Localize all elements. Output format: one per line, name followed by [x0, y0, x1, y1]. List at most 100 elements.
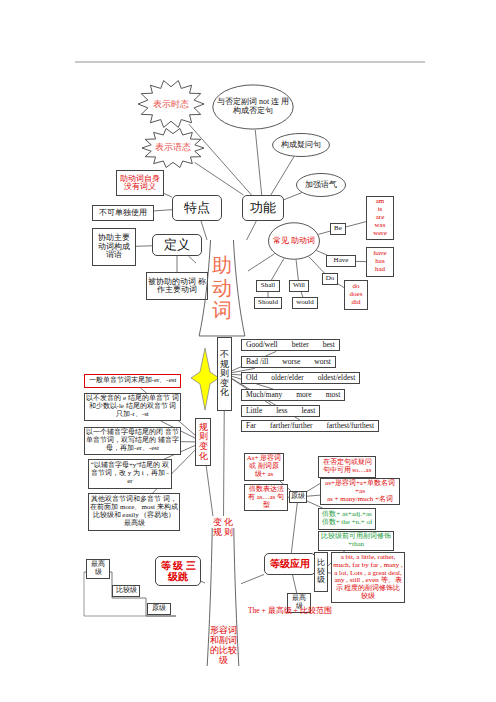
verb-box: Have [326, 255, 356, 267]
branch-connector [307, 495, 320, 496]
node-text: 表示语态 [155, 143, 191, 153]
node-text: 助动词自身 没有词义 [118, 175, 162, 192]
node-text: have has had [373, 250, 387, 273]
branch-connector [164, 194, 172, 198]
node-text: Good/well [246, 341, 278, 349]
branch-connector [241, 574, 264, 583]
star-symbol [191, 348, 219, 410]
node-text: better [292, 341, 309, 349]
starburst-outline [142, 129, 204, 168]
node-text: 协助主要 动词构成 谓语 [94, 234, 134, 259]
usage-box: 倍数表达法 有 as…as 句型 [244, 484, 288, 511]
tree-trunk: 助 动 词 [196, 240, 248, 336]
branch-connector [223, 411, 225, 516]
rule-box: “以辅音字母+y”结尾的 双音节词，改 y 为 i，再加 -er [88, 459, 172, 489]
starburst-box: 表示语态 [142, 128, 204, 168]
form-list-box: am is are was were [366, 196, 394, 240]
node-text: 以一个辅音字母结尾的闭 音节单音节词，双写结尾的 辅音字母，再加-er、-est [86, 429, 179, 452]
node-text: best [323, 341, 335, 349]
node-text: Be [334, 225, 342, 233]
node-text: 一般单音节词末尾加-er、-est [89, 377, 177, 385]
node-text: Little [246, 407, 262, 415]
ellipse-outline [273, 133, 330, 156]
branch-box: 特点 [172, 195, 222, 221]
starburst-box: 表示时态 [138, 80, 204, 128]
level-box: 原级 [289, 491, 307, 503]
node-text: 等级应用 [270, 558, 310, 569]
node-text: 原级 [291, 493, 305, 501]
node-text: 比较级前可用副词修饰 +than [320, 533, 392, 549]
node-text: 被协助的动词 称作主要动词 [148, 278, 206, 295]
branch-connector [201, 581, 205, 583]
branch-connector [271, 259, 283, 280]
node-text: am is are was were [373, 198, 387, 237]
branch-connector [255, 130, 261, 195]
ellipse-outline [297, 173, 346, 196]
node-text: would [296, 299, 314, 307]
branch-connector [189, 256, 196, 263]
branch-connector [271, 157, 294, 195]
node-text: 功能 [250, 201, 276, 216]
vertical-box: 比 较 级 [314, 552, 328, 592]
starburst-outline [138, 81, 204, 128]
node-text: 变 化 规 则 [208, 517, 238, 537]
branch-connector [356, 261, 366, 262]
ellipse-outline [269, 223, 320, 259]
stair-box: 最高级 [86, 559, 110, 579]
node-text: oldest/eldest [318, 374, 356, 382]
branch-box: 功能 [242, 195, 284, 221]
node-text: 最高级 [88, 561, 108, 577]
rule-box: 一般单音节词末尾加-er、-est [84, 374, 181, 388]
tree-trunk: 变 化 规 则形容词 和副词 的比较 级 [205, 516, 241, 666]
node-text: 以不发音的 e 结尾的单音节 词和少数以-le 结尾的双音节 词只加-r、-st [86, 395, 179, 418]
usage-box: 比较级前可用副词修饰 +than [318, 531, 394, 551]
branch-connector [232, 374, 241, 375]
stair-side [84, 572, 85, 616]
form-list-box: do does did [344, 280, 368, 310]
node-text: as+形容词+a+单数名词+as [322, 480, 398, 496]
common-verbs-ellipse: 常见 助动词 [268, 222, 320, 260]
node-text: Old [246, 374, 257, 382]
node-text: Do [326, 275, 335, 283]
branch-connector [284, 193, 302, 200]
vertical-box: 不 规 则 变 化 [217, 337, 232, 411]
node-text: less [276, 407, 287, 415]
branch-connector [346, 222, 366, 227]
node-text: Much/many [246, 391, 282, 399]
node-text: most [326, 391, 341, 399]
node-text: 其他双音节词和多音节 词，在前面加 more、most 来构成比较级和 easi… [90, 496, 178, 527]
trunk-outline [199, 240, 245, 336]
function-ellipse: 加强语气 [296, 173, 346, 197]
node-text: a bit, a little, rather, much, far by fa… [333, 554, 403, 601]
irregular-row: Farfarther/furtherfarthest/furthest [241, 420, 379, 432]
branch-connector [195, 162, 244, 195]
node-text: Shall [261, 282, 275, 290]
irregular-row: Littlelessleast [241, 405, 320, 417]
page-rule [75, 62, 425, 63]
node-text: more [296, 391, 311, 399]
ellipse-outline [213, 85, 293, 129]
rule-box: 其他双音节词和多音节 词，在前面加 more、most 来构成比较级和 easi… [88, 493, 180, 531]
node-text: Far [246, 422, 256, 430]
irregular-row: Oldolder/elderoldest/eldest [241, 372, 360, 384]
branch-connector [309, 257, 325, 273]
node-text: 倍数表达法 有 as…as 句型 [246, 486, 286, 509]
node-text: 加强语气 [305, 181, 337, 189]
irregular-row: Much/many more most [241, 389, 345, 401]
definition-box: 被协助的动词 称作主要动词 [146, 272, 208, 300]
node-text: farther/further [270, 422, 312, 430]
node-text: As+ 形容词或 副词原级+ as [246, 455, 282, 478]
usage-box: As+ 形容词或 副词原级+ as [244, 453, 284, 481]
note-label: The + 最高级 + 比较范围 [248, 607, 332, 615]
node-text: 表示时态 [153, 99, 189, 109]
node-text: 等 级 三 级跳 [159, 560, 197, 582]
vertical-box: 规 则 变 化 [195, 418, 211, 466]
branch-connector [318, 231, 330, 234]
node-text: 助 动 词 [211, 254, 233, 321]
node-text: Should [258, 299, 278, 307]
branch-connector [189, 124, 252, 195]
branch-connector [291, 503, 297, 553]
node-text: 与否定副词 not 连 用构成否定句 [213, 98, 293, 116]
node-text: 常见 助动词 [273, 237, 315, 246]
